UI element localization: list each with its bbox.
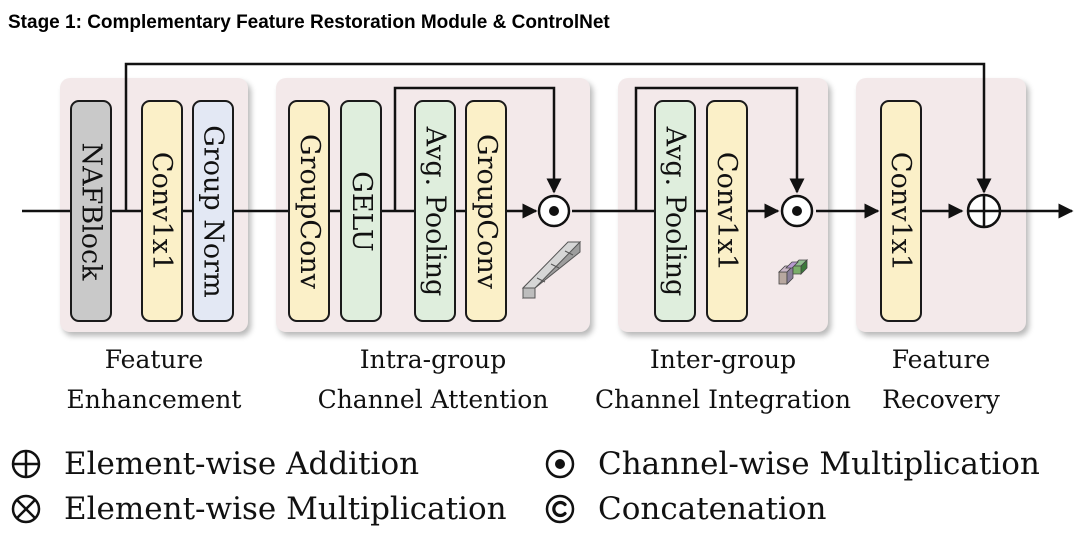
diagram-title: Stage 1: Complementary Feature Restorati… bbox=[8, 12, 610, 33]
feature-enhancement-caption: Feature Enhancement bbox=[48, 340, 260, 420]
legend-label: Channel-wise Multiplication bbox=[598, 446, 1040, 482]
caption-line: Recovery bbox=[882, 385, 1000, 414]
caption-line: Feature bbox=[104, 345, 204, 374]
groupconv-block-second: GroupConv bbox=[465, 100, 507, 322]
avg-pooling-block-intra: Avg. Pooling bbox=[414, 100, 456, 322]
conv1x1-block-enhancement: Conv1x1 bbox=[141, 100, 183, 322]
legend-concatenation: Concatenation bbox=[544, 491, 826, 527]
feature-recovery-caption: Feature Recovery bbox=[858, 340, 1024, 420]
caption-line: Feature bbox=[891, 345, 991, 374]
circled-plus-icon bbox=[11, 449, 41, 479]
legend-element-wise-addition: Element-wise Addition bbox=[10, 446, 419, 482]
circled-dot-icon bbox=[545, 449, 575, 479]
legend-channel-wise-multiplication: Channel-wise Multiplication bbox=[544, 446, 1040, 482]
intra-attention-skip-connection bbox=[393, 86, 562, 211]
element-wise-addition-operator bbox=[966, 193, 1002, 229]
legend-label: Concatenation bbox=[598, 491, 827, 527]
legend-element-wise-multiplication: Element-wise Multiplication bbox=[10, 491, 507, 527]
inter-integration-skip-connection bbox=[634, 86, 805, 211]
group-norm-block: Group Norm bbox=[192, 100, 234, 322]
caption-line: Channel Integration bbox=[595, 385, 851, 414]
groupconv-block-first: GroupConv bbox=[288, 100, 330, 322]
legend-label: Element-wise Multiplication bbox=[64, 491, 507, 527]
caption-line: Inter-group bbox=[649, 345, 797, 374]
nafblock-block: NAFBlock bbox=[70, 100, 112, 322]
global-skip-connection bbox=[124, 62, 992, 211]
conv1x1-block-recovery: Conv1x1 bbox=[880, 100, 922, 322]
intra-group-caption: Intra-group Channel Attention bbox=[283, 340, 583, 420]
caption-line: Enhancement bbox=[66, 385, 242, 414]
channel-vector-icon bbox=[521, 240, 582, 300]
inter-group-caption: Inter-group Channel Integration bbox=[578, 340, 868, 420]
circled-times-icon bbox=[11, 494, 41, 524]
caption-line: Intra-group bbox=[359, 345, 507, 374]
legend-label: Element-wise Addition bbox=[64, 446, 420, 482]
circled-c-icon bbox=[545, 494, 575, 524]
channel-wise-multiplication-operator bbox=[537, 194, 571, 228]
avg-pooling-block-inter: Avg. Pooling bbox=[654, 100, 696, 322]
channel-wise-multiplication-operator bbox=[780, 194, 814, 228]
colored-cube-icon bbox=[778, 259, 808, 285]
gelu-block: GELU bbox=[340, 100, 382, 322]
conv1x1-block-integration: Conv1x1 bbox=[706, 100, 748, 322]
caption-line: Channel Attention bbox=[317, 385, 549, 414]
